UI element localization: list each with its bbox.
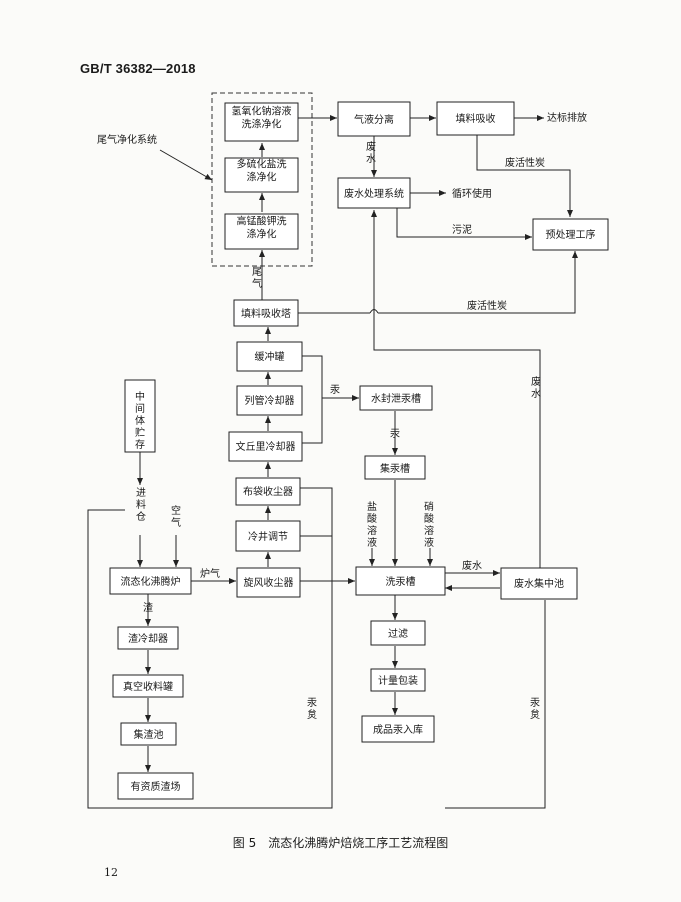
label-sludge: 污泥	[452, 223, 472, 236]
box-pretreatment: 预处理工序	[532, 218, 609, 251]
box-cold-well: 冷井调节	[235, 520, 301, 552]
box-cyclone-text: 旋风收尘器	[244, 576, 294, 589]
box-polysulfide-wash-text: 多硫化盐洗涤净化	[237, 158, 287, 184]
label-hg-ash-2: 汞炱	[530, 697, 540, 721]
box-filtration: 过滤	[370, 620, 426, 646]
box-hg-collect-text: 集汞槽	[380, 462, 410, 475]
label-slag: 渣	[143, 601, 153, 614]
box-kmno4-wash: 高锰酸钾洗涤净化	[224, 213, 299, 250]
label-furnace-gas: 炉气	[200, 567, 220, 580]
figure-caption: 图 5 流态化沸腾炉焙烧工序工艺流程图	[0, 834, 681, 851]
box-gas-liquid-separation: 气液分离	[337, 101, 411, 137]
label-discharge: 达标排放	[547, 111, 587, 124]
box-pretreatment-text: 预处理工序	[546, 228, 596, 241]
page-number: 12	[104, 866, 118, 879]
box-hg-wash-text: 洗汞槽	[386, 575, 416, 588]
label-tail-gas: 尾气	[252, 266, 262, 290]
box-slag-pool: 集渣池	[120, 722, 177, 746]
box-product: 成品汞入库	[361, 715, 435, 743]
figure-title: 流态化沸腾炉焙烧工序工艺流程图	[268, 836, 449, 850]
label-tail-gas-system: 尾气净化系统	[97, 133, 157, 146]
box-wastewater-pool: 废水集中池	[500, 567, 578, 600]
label-spent-carbon-1: 废活性炭	[505, 156, 545, 169]
standard-number: GB/T 36382—2018	[80, 61, 196, 76]
box-intermediate-storage: 中间体贮存	[124, 379, 156, 453]
box-hg-wash: 洗汞槽	[355, 566, 446, 596]
box-gas-liquid-separation-text: 气液分离	[354, 113, 394, 126]
label-hno3: 硝酸溶液	[424, 500, 434, 549]
box-tube-cooler: 列管冷却器	[236, 385, 303, 416]
box-packing-absorption: 填料吸收	[436, 101, 515, 136]
box-product-text: 成品汞入库	[373, 723, 423, 736]
box-wastewater-pool-text: 废水集中池	[514, 577, 564, 590]
box-wastewater-system: 废水处理系统	[337, 177, 411, 209]
box-metering-text: 计量包装	[378, 674, 418, 687]
box-filtration-text: 过滤	[388, 627, 408, 640]
label-feed-bin: 进料仓	[136, 487, 146, 523]
box-water-seal: 水封泄汞槽	[359, 385, 433, 411]
label-waste-water: 废水	[366, 140, 376, 165]
flow-lines	[87, 115, 578, 809]
label-mercury-1: 汞	[330, 384, 340, 396]
box-cold-well-text: 冷井调节	[248, 530, 288, 543]
label-air: 空气	[171, 504, 181, 529]
box-packing-absorption-text: 填料吸收	[456, 112, 496, 125]
label-mercury-2: 汞	[390, 428, 400, 440]
box-buffer-tank-text: 缓冲罐	[255, 350, 285, 363]
box-wastewater-system-text: 废水处理系统	[344, 187, 404, 200]
box-vacuum-tank-text: 真空收料罐	[123, 680, 173, 693]
label-spent-carbon-2: 废活性炭	[467, 299, 507, 312]
label-recycle: 循环使用	[452, 187, 492, 200]
box-intermediate-storage-text: 中间体贮存	[135, 390, 145, 451]
box-venturi-cooler: 文丘里冷却器	[228, 431, 303, 462]
box-cyclone: 旋风收尘器	[236, 567, 301, 598]
box-slag-pool-text: 集渣池	[134, 728, 164, 741]
label-waste-water-2: 废水	[462, 559, 482, 572]
box-fluidized-furnace: 流态化沸腾炉	[109, 567, 192, 595]
flow-labels: 尾气净化系统 达标排放 废水 循环使用 废活性炭 污泥 废活性炭 尾气 汞 汞 …	[97, 111, 587, 721]
box-naoh-wash: 氢氧化钠溶液洗涤净化	[224, 102, 299, 142]
box-venturi-cooler-text: 文丘里冷却器	[236, 440, 296, 453]
box-slag-yard-text: 有资质渣场	[131, 780, 181, 793]
box-naoh-wash-text: 氢氧化钠溶液洗涤净化	[232, 105, 292, 131]
box-fluidized-furnace-text: 流态化沸腾炉	[121, 575, 181, 588]
box-slag-yard: 有资质渣场	[117, 772, 194, 800]
figure-number: 图 5	[232, 836, 257, 850]
box-slag-cooler-text: 渣冷却器	[128, 632, 168, 645]
box-bag-filter: 布袋收尘器	[235, 477, 301, 506]
box-buffer-tank: 缓冲罐	[236, 341, 303, 372]
box-polysulfide-wash: 多硫化盐洗涤净化	[224, 157, 299, 193]
label-hcl: 盐酸溶液	[367, 500, 377, 549]
box-vacuum-tank: 真空收料罐	[112, 674, 184, 698]
box-bag-filter-text: 布袋收尘器	[243, 485, 293, 498]
box-packing-tower: 填料吸收塔	[233, 299, 299, 327]
box-water-seal-text: 水封泄汞槽	[371, 392, 421, 405]
label-hg-ash-1: 汞炱	[307, 697, 317, 721]
box-metering: 计量包装	[370, 668, 426, 692]
box-slag-cooler: 渣冷却器	[117, 626, 179, 650]
box-packing-tower-text: 填料吸收塔	[241, 307, 291, 320]
box-kmno4-wash-text: 高锰酸钾洗涤净化	[237, 215, 287, 241]
label-waste-water-3: 废水	[531, 375, 541, 400]
box-tube-cooler-text: 列管冷却器	[245, 394, 295, 407]
box-hg-collect: 集汞槽	[364, 455, 426, 480]
